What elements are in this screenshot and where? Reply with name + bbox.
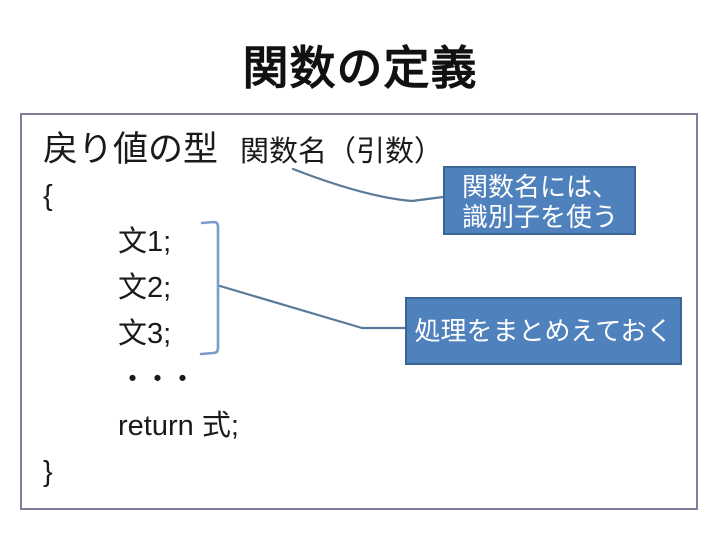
code-line-statement-1: 文1; xyxy=(118,226,172,258)
slide-title: 関数の定義 xyxy=(242,42,478,94)
code-line-open-brace: { xyxy=(43,180,53,212)
callout-text-line: 処理をまとめえておく xyxy=(414,316,673,346)
callout-text-line: 関数名には、 xyxy=(462,172,619,202)
code-line-statement-2: 文2; xyxy=(118,272,172,304)
callout-text-line: 識別子を使う xyxy=(462,202,619,232)
code-block: 戻り値の型関数名（引数） { 文1; 文2; 文3; ・・・ return 式;… xyxy=(43,127,443,495)
return-type-text: 戻り値の型 xyxy=(43,130,219,169)
code-line-statement-3: 文3; xyxy=(118,318,172,350)
function-signature-text: 関数名（引数） xyxy=(240,136,444,168)
code-line-return: return 式; xyxy=(118,410,239,442)
callout-function-name-note: 関数名には、 識別子を使う xyxy=(443,166,636,235)
code-line-close-brace: } xyxy=(43,456,53,488)
callout-processing-note: 処理をまとめえておく xyxy=(405,297,682,365)
code-line-signature: 戻り値の型関数名（引数） xyxy=(43,127,443,173)
code-line-ellipsis: ・・・ xyxy=(118,364,197,396)
